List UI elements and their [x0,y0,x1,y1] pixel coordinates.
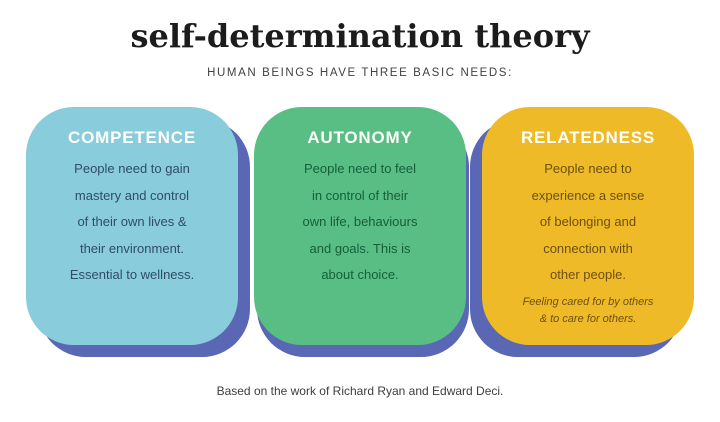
card-body-line: of their own lives & [77,214,187,229]
header: self-determination theory HUMAN BEINGS H… [0,0,720,79]
card-body-line: own life, behaviours [302,214,418,229]
card-body-line: mastery and control [74,187,190,203]
competence-card-title: COMPETENCE [68,128,196,147]
competence-card-body: People need to gain mastery and control … [40,156,224,289]
page-title: self-determination theory [130,17,590,55]
competence-card: COMPETENCE People need to gain mastery a… [26,107,238,345]
card-body-line: and goals. This is [309,240,411,256]
autonomy-card: AUTONOMY People need to feel in control … [254,107,466,345]
card-body-line: about choice. [321,267,399,282]
card-body-line: People need to [544,161,632,176]
card-body-line: their environment. [79,240,185,256]
card-note-line: Feeling cared for by others [522,295,654,308]
card-body-line: experience a sense [531,187,645,203]
autonomy-card-body: People need to feel in control of their … [268,156,452,289]
footer-attribution: Based on the work of Richard Ryan and Ed… [216,384,504,398]
needs-cards-row: COMPETENCE People need to gain mastery a… [0,107,720,345]
card-body-line: Essential to wellness. [69,267,195,282]
card-body-line: of belonging and [539,214,637,229]
card-body-line: in control of their [311,187,409,203]
page-subtitle: HUMAN BEINGS HAVE THREE BASIC NEEDS: [207,67,513,79]
card-note-line: & to care for others. [539,313,637,325]
relatedness-card-note: Feeling cared for by others & to care fo… [496,294,680,329]
relatedness-card-body: People need to experience a sense of bel… [496,156,680,289]
autonomy-card-title: AUTONOMY [307,128,413,147]
relatedness-card: RELATEDNESS People need to experience a … [482,107,694,345]
card-body-line: People need to gain [74,161,190,176]
card-body-line: connection with [543,240,633,256]
relatedness-card-title: RELATEDNESS [520,128,656,147]
card-body-line: People need to feel [303,161,417,176]
card-body-line: other people. [550,267,626,282]
